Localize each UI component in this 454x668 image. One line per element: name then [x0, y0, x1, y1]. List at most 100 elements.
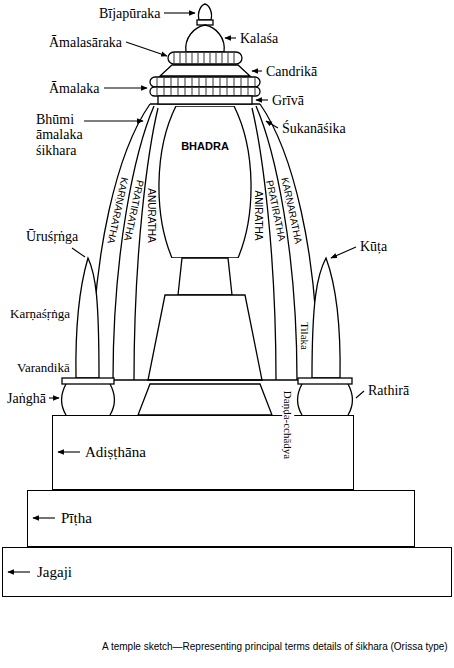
- finial: [150, 4, 260, 104]
- amalaka-rib: [157, 88, 158, 95]
- base-moulding: [62, 378, 114, 384]
- leader-line: [126, 42, 167, 56]
- leader-line: [225, 37, 236, 38]
- ratha-label: ANIRATHA: [253, 190, 264, 240]
- part-name: BHADRA: [150, 106, 260, 152]
- amalaka-rib: [248, 78, 249, 86]
- leader-line: [84, 120, 143, 121]
- leader-line: [8, 571, 30, 572]
- leader-line: [356, 391, 364, 398]
- leader-line: [8, 13, 364, 572]
- amalaka-rib: [198, 53, 199, 63]
- spire: [76, 258, 99, 378]
- amalaka-rib: [178, 78, 179, 86]
- amalaka-rib: [171, 78, 172, 86]
- ratha-label: ANURATHA: [146, 188, 157, 242]
- base-moulding: [298, 378, 352, 384]
- amalaka-rib: [157, 78, 158, 86]
- part-label: Candrikā: [266, 64, 317, 79]
- plinth-band: Jagaji: [2, 547, 452, 597]
- base-moulding: [348, 384, 353, 415]
- amalaka-rib: [185, 88, 186, 95]
- amalaka-rib: [180, 53, 181, 63]
- part-label: Rathirā: [368, 383, 409, 398]
- shikhara-tower: [252, 108, 276, 380]
- finial: [198, 4, 211, 20]
- finial: [186, 25, 225, 52]
- amalaka-rib: [222, 53, 223, 63]
- amalaka-rib: [216, 53, 217, 63]
- figure-caption: A temple sketch—Representing principal t…: [102, 641, 448, 653]
- amalaka-rib: [199, 88, 200, 95]
- shikhara-tower: [92, 104, 150, 380]
- amalaka-rib: [220, 88, 221, 95]
- part-label: Jaṅghā: [7, 391, 46, 406]
- leader-line: [164, 12, 195, 13]
- part-label: Ūruśṛṅga: [26, 229, 78, 244]
- part-label: Tilaka: [299, 322, 311, 350]
- amalaka-rib: [234, 78, 235, 86]
- amalaka-rib: [220, 78, 221, 86]
- part-label: Bhūmi āmalaka śikhara: [36, 112, 100, 158]
- bhadra-outline: [150, 106, 260, 258]
- shikhara-tower: [256, 106, 297, 380]
- part-name: Adiṣṭhāna: [53, 444, 146, 461]
- part-label: Karṇaśṛṅga: [10, 307, 70, 321]
- amalaka-rib: [192, 78, 193, 86]
- shikhara-tower: [134, 108, 158, 380]
- amalaka-rib: [227, 88, 228, 95]
- amalaka-rib: [171, 88, 172, 95]
- amalaka-rib: [210, 53, 211, 63]
- leader-line: [331, 247, 356, 258]
- amalaka-rib: [185, 78, 186, 86]
- amalaka-rib: [248, 88, 249, 95]
- finial: [158, 96, 252, 104]
- plinth-band: Adiṣṭhāna: [52, 415, 354, 490]
- bhadra-outline: [159, 106, 251, 258]
- amalaka-rib: [204, 53, 205, 63]
- spire: [76, 258, 340, 378]
- leader-line: [33, 517, 55, 518]
- leader-line: [252, 70, 262, 71]
- shikhara-tower: [260, 104, 318, 380]
- base-moulding: [62, 384, 67, 415]
- amalaka-rib: [157, 53, 255, 95]
- leader-line: [49, 397, 59, 398]
- amalaka-rib: [213, 88, 214, 95]
- amalaka-rib: [206, 78, 207, 86]
- amalaka-rib: [192, 53, 193, 63]
- leader-line: [58, 451, 80, 452]
- base-moulding: [110, 384, 115, 415]
- finial: [150, 87, 260, 96]
- finial: [168, 52, 242, 64]
- part-label: Daṇḍa-cchādya: [282, 389, 294, 461]
- part-label: Kalaśa: [240, 31, 278, 46]
- finial: [160, 65, 250, 76]
- amalaka-rib: [164, 78, 165, 86]
- base-moulding: [298, 384, 303, 415]
- bhadra-base: [148, 295, 262, 380]
- amalaka-rib: [255, 88, 256, 95]
- amalaka-rib: [241, 78, 242, 86]
- shikhara-tower: [92, 104, 318, 380]
- amalaka-rib: [228, 53, 229, 63]
- plinth-band: Pīṭha: [27, 490, 415, 547]
- leader-line: [256, 99, 268, 100]
- part-label: Āmalaka: [49, 81, 100, 96]
- part-label: Āmalasāraka: [49, 35, 122, 50]
- part-label: Grīvā: [272, 93, 304, 108]
- amalaka-rib: [164, 88, 165, 95]
- amalaka-rib: [192, 88, 193, 95]
- spire: [312, 258, 340, 378]
- amalaka-rib: [174, 53, 175, 63]
- base-moulding: [99, 379, 312, 380]
- leader-line: [72, 248, 85, 257]
- bhadra-base: [148, 258, 262, 380]
- shikhara-tower: [113, 106, 154, 380]
- amalaka-rib: [178, 88, 179, 95]
- part-name: Pīṭha: [28, 510, 92, 527]
- amalaka-rib: [206, 88, 207, 95]
- amalaka-rib: [199, 78, 200, 86]
- base-moulding: [138, 384, 272, 415]
